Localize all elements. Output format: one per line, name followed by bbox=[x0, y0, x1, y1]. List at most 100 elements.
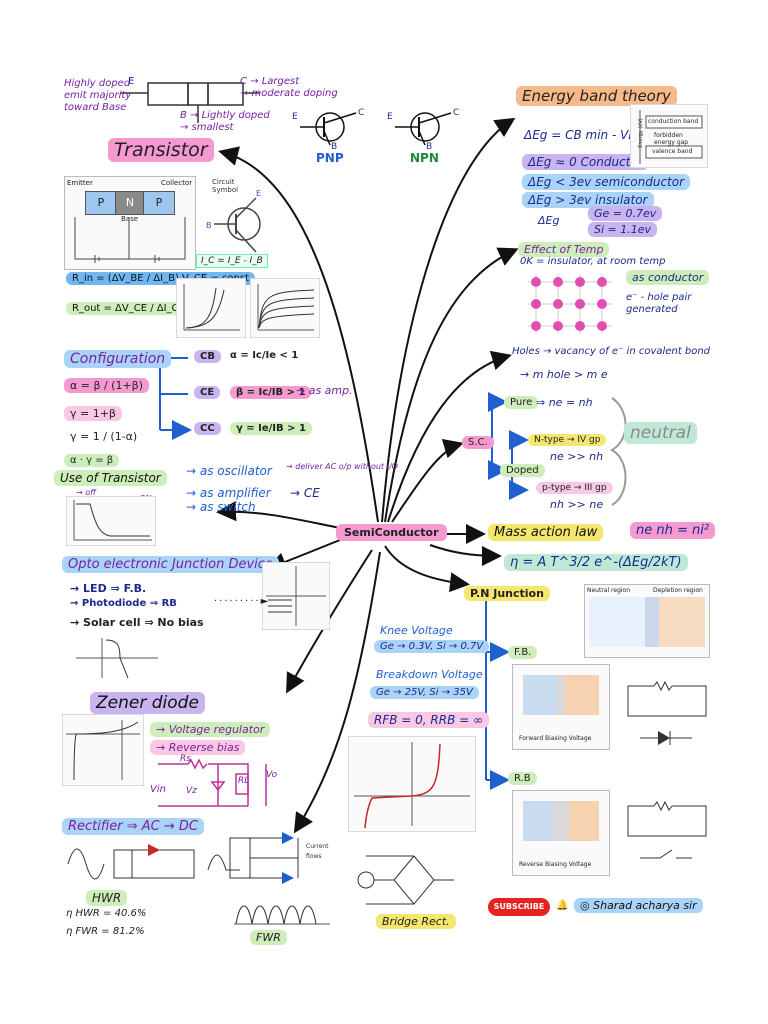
arrow-to-transistor bbox=[218, 146, 379, 523]
input-characteristics-graph bbox=[176, 278, 246, 338]
photodiode-line: → Photodiode ⇒ RB bbox=[70, 598, 177, 609]
fig-base-label: Base bbox=[121, 215, 139, 223]
npn-label: NPN bbox=[410, 151, 439, 165]
zener-voltage-regulator: → Voltage regulator bbox=[150, 722, 271, 737]
ce-as-amp: → as amp. bbox=[296, 384, 353, 397]
alpha-gamma-beta: α · γ = β bbox=[64, 454, 120, 467]
zener-characteristics-graph bbox=[62, 714, 144, 786]
temp-title: Effect of Temp bbox=[518, 242, 610, 257]
fwr-label: FWR bbox=[250, 930, 287, 945]
svg-text:Current: Current bbox=[306, 843, 329, 850]
base-note-2: → smallest bbox=[180, 122, 234, 133]
depletion-region-caption: Depletion region bbox=[653, 587, 703, 594]
ntype-equation: ne >> nh bbox=[550, 450, 604, 463]
npn-b-label: B bbox=[426, 142, 433, 152]
pure-label: Pure bbox=[504, 396, 539, 409]
forward-bias-figure: Forward Biasing Voltage bbox=[512, 664, 610, 750]
circuit-symbol: Circuit Symbol E C B bbox=[206, 178, 262, 268]
ic-equation: I_C = I_E - I_B bbox=[196, 254, 268, 268]
ptype-equation: nh >> ne bbox=[550, 498, 604, 511]
ptype-label: p-type → III gp bbox=[536, 482, 613, 494]
energy-band-title: Energy band theory bbox=[516, 86, 677, 106]
bridge-rectifier-label: Bridge Rect. bbox=[376, 914, 456, 929]
alpha-formula: α = β / (1+β) bbox=[64, 378, 149, 393]
mass-action-equation: ne nh = ni² bbox=[630, 522, 716, 539]
use-amplifier-note: → CE bbox=[290, 486, 320, 500]
forbidden-gap-label: forbidden energy gap bbox=[654, 132, 689, 146]
dotted-arrow: ·········► bbox=[214, 596, 271, 607]
arrow-to-use bbox=[216, 501, 341, 529]
resistance-values: RFB = 0, RRB = ∞ bbox=[368, 712, 490, 728]
arrow-to-energy-band bbox=[381, 117, 516, 523]
svg-text:B: B bbox=[206, 221, 212, 230]
transistor-title: Transistor bbox=[108, 138, 214, 162]
opto-title: Opto electronic Junction Device bbox=[62, 556, 279, 573]
bridge-rectifier-circuit bbox=[357, 855, 454, 905]
zener-title: Zener diode bbox=[90, 692, 205, 714]
emitter-note: Highly doped bbox=[64, 78, 131, 89]
use-switch: → as switch bbox=[186, 500, 256, 514]
author-credit: ◎ Sharad acharya sir bbox=[574, 898, 703, 913]
svg-text:E: E bbox=[256, 189, 261, 198]
mass-action-title: Mass action law bbox=[488, 524, 604, 541]
temp-line-1: 0K = insulator, at room temp bbox=[520, 256, 666, 267]
svg-text:Symbol: Symbol bbox=[212, 186, 238, 194]
author-name: Sharad acharya sir bbox=[593, 899, 697, 912]
transistor-junction-figure: Emitter Collector P N P Base bbox=[64, 176, 196, 270]
pure-equation: ⇒ ne = nh bbox=[536, 396, 593, 409]
neutral-region-caption: Neutral region bbox=[587, 587, 631, 594]
subscribe-button[interactable]: SUBSCRIBE bbox=[488, 898, 550, 916]
rb-circuit bbox=[627, 800, 707, 837]
zener-reverse-bias: → Reverse bias bbox=[150, 740, 246, 755]
base-note: B → Lightly doped bbox=[180, 110, 270, 121]
ce-equation: β = Ic/IB > 1 bbox=[230, 386, 312, 399]
holes-mass: → m hole > m e bbox=[520, 368, 608, 381]
arrow-to-eta bbox=[429, 544, 502, 566]
energy-band-diagram bbox=[630, 104, 708, 168]
cc-equation: γ = Ie/IB > 1 bbox=[230, 422, 312, 435]
bell-icon[interactable]: 🔔 bbox=[556, 900, 569, 911]
pn-depletion-figure: Neutral region Depletion region bbox=[584, 584, 710, 658]
use-oscillator-note: → deliver AC o/p without I/O bbox=[286, 462, 398, 471]
cb-label: CB bbox=[194, 350, 221, 363]
fb-diode-symbol bbox=[640, 731, 692, 745]
eta-fwr: η FWR = 81.2% bbox=[66, 926, 145, 937]
use-amplifier: → as amplifier bbox=[186, 486, 271, 500]
neutral-label: neutral bbox=[624, 422, 697, 444]
zener-rl-label: RL bbox=[238, 776, 250, 786]
zener-vin-label: Vin bbox=[150, 784, 166, 795]
rout-formula: R_out = ΔV_CE / ΔI_C bbox=[66, 302, 185, 315]
transfer-characteristics-graph bbox=[66, 496, 156, 546]
pnp-label: PNP bbox=[316, 151, 344, 165]
switch-off: → off bbox=[76, 488, 96, 497]
collector-note: C → Largest bbox=[240, 76, 300, 87]
block-e-label: E bbox=[128, 76, 135, 87]
eg-label: ΔEg bbox=[538, 214, 560, 227]
zener-vo-label: Vo bbox=[266, 770, 278, 780]
fig-bias-circuit bbox=[74, 217, 186, 263]
arrow-to-pn bbox=[384, 545, 470, 593]
fb-label: F.B. bbox=[508, 646, 538, 659]
reverse-bias-figure: Reverse Biasing Voltage bbox=[512, 790, 610, 876]
cb-equation: α = Ic/Ie < 1 bbox=[230, 350, 299, 361]
npn-symbol bbox=[395, 112, 452, 146]
reverse-bias-caption: Reverse Biasing Voltage bbox=[519, 861, 592, 868]
npn-c-label: C bbox=[453, 108, 460, 118]
knee-voltage-values: Ge → 0.3V, Si → 0.7V bbox=[374, 640, 490, 653]
knee-voltage-title: Knee Voltage bbox=[380, 624, 453, 637]
emitter-note-3: toward Base bbox=[64, 102, 127, 113]
gamma-formula-1: γ = 1+β bbox=[64, 406, 122, 421]
instagram-icon: ◎ bbox=[580, 899, 590, 912]
carrier-concentration-equation: η = A T^3/2 e^-(ΔEg/2kT) bbox=[504, 554, 688, 571]
diode-vi-characteristics bbox=[348, 736, 476, 832]
eta-hwr: η HWR = 40.6% bbox=[66, 908, 147, 919]
fig-emitter-label: Emitter bbox=[67, 179, 93, 187]
pnp-c-label: C bbox=[358, 108, 365, 118]
npn-e-label: E bbox=[387, 112, 393, 122]
arrow-to-sc bbox=[391, 439, 464, 523]
full-wave-rectifier-circuit: Current flows bbox=[229, 832, 329, 884]
emitter-note-2: emit majority bbox=[64, 90, 132, 101]
arrow-to-rectifier bbox=[293, 551, 381, 834]
pnp-e-label: E bbox=[292, 112, 298, 122]
ge-gap: Ge = 0.7ev bbox=[588, 206, 663, 221]
